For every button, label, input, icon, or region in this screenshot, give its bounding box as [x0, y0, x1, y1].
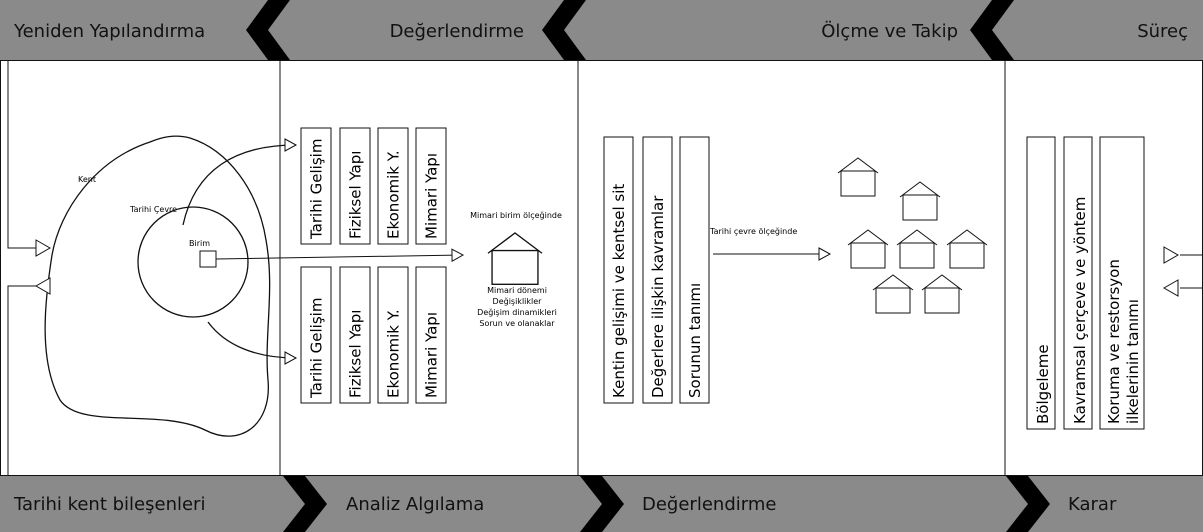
panel-evaluation: Kentin gelişimi ve kentsel sit Değerlere …	[603, 136, 988, 404]
house-icon	[872, 274, 914, 314]
box-bolgeleme	[1026, 136, 1056, 430]
city-boundary	[44, 135, 271, 437]
label-birim: Birim	[189, 239, 210, 248]
box-bolgeleme-label: Bölgeleme	[1034, 344, 1052, 424]
decision-boxes: Bölgeleme Kavramsal çerçeve ve yöntem Ko…	[1026, 136, 1145, 430]
lower-factor-box	[339, 266, 371, 404]
right-edge-connectors	[1162, 246, 1203, 297]
label-tarihi-cevre: Tarihi Çevre	[129, 205, 177, 214]
note-line: Mimari dönemi	[487, 286, 547, 295]
evaluation-box-label: Değerlere ilişkin kavramlar	[649, 195, 667, 398]
upper-factor-box	[377, 127, 409, 245]
right-connector-out-head	[1162, 279, 1179, 297]
lower-factor-box-label: Mimari Yapı	[422, 312, 440, 398]
arrow-unit-to-house	[215, 248, 465, 263]
top-label-olcme: Ölçme ve Takip	[821, 20, 958, 42]
evaluation-boxes: Kentin gelişimi ve kentsel sit Değerlere …	[603, 136, 710, 404]
arrow-to-upper-boxes	[182, 138, 298, 226]
evaluation-box	[679, 136, 710, 404]
house-icon	[837, 157, 879, 197]
lower-factor-box-label: Fiziksel Yapı	[346, 310, 364, 398]
evaluation-box-label: Sorunun tanımı	[686, 283, 704, 398]
lower-factor-box-label: Tarihi Gelişim	[307, 298, 325, 399]
panel-decision: Bölgeleme Kavramsal çerçeve ve yöntem Ko…	[1026, 136, 1203, 430]
houses-cluster	[837, 157, 988, 314]
bottom-bar: Tarihi kent bileşenleri Analiz Algılama …	[0, 476, 1203, 532]
bottom-chevron-3	[1006, 476, 1050, 532]
upper-factor-boxes: Tarihi Gelişim Fiziksel Yapı Ekonomik Y. Mi…	[300, 127, 447, 245]
house-icon	[896, 229, 938, 269]
label-environment-scale: Tarihi çevre ölçeğinde	[709, 227, 797, 236]
arrow-to-lower-boxes	[207, 321, 298, 365]
box-kavramsal-label: Kavramsal çerçeve ve yöntem	[1071, 197, 1089, 424]
left-connector-out-head	[34, 277, 51, 295]
upper-factor-box	[415, 127, 447, 245]
bottom-label-tarihi-kent: Tarihi kent bileşenleri	[13, 494, 205, 515]
upper-factor-box	[300, 127, 332, 245]
top-chevron-1	[246, 0, 290, 60]
bottom-label-analiz: Analiz Algılama	[346, 494, 484, 515]
upper-factor-box-label: Mimari Yapı	[422, 153, 440, 239]
top-chevron-2	[542, 0, 586, 60]
unit-square	[199, 250, 217, 268]
box-koruma-label-2: ilkelerinin tanımı	[1124, 299, 1142, 424]
bottom-label-karar: Karar	[1068, 494, 1117, 515]
panel-borders	[0, 60, 1203, 476]
box-kavramsal	[1063, 136, 1093, 430]
label-kent: Kent	[78, 175, 96, 184]
upper-factor-box	[339, 127, 371, 245]
upper-factor-box-label: Fiziksel Yapı	[346, 151, 364, 239]
top-chevron-3	[970, 0, 1014, 60]
evaluation-box	[642, 136, 673, 404]
house-icon	[946, 229, 988, 269]
box-koruma-label-1: Koruma ve restorsyon	[1105, 259, 1123, 424]
house-icon	[487, 232, 543, 285]
left-connector-out	[7, 285, 36, 476]
lower-factor-box	[377, 266, 409, 404]
note-line: Sorun ve olanaklar	[479, 319, 555, 328]
panel-historic-city: Kent Tarihi Çevre Birim	[7, 60, 465, 476]
top-label-yeniden: Yeniden Yapılandırma	[13, 21, 205, 42]
bottom-chevron-2	[580, 476, 624, 532]
evaluation-box-label: Kentin gelişimi ve kentsel sit	[610, 184, 628, 398]
house-icon	[847, 229, 889, 269]
label-architectural-scale: Mimari birim ölçeğinde	[470, 211, 562, 220]
historic-environment-circle	[137, 206, 249, 318]
lower-factor-box	[300, 266, 332, 404]
upper-factor-box-label: Ekonomik Y.	[384, 150, 402, 239]
right-connector-in-head	[1163, 246, 1180, 264]
bottom-chevron-1	[283, 476, 327, 532]
top-bar: Yeniden Yapılandırma Değerlendirme Ölçme…	[0, 0, 1203, 60]
note-line: Değişiklikler	[493, 297, 543, 306]
top-label-degerlendirme: Değerlendirme	[390, 21, 524, 42]
note-line: Değişim dinamikleri	[477, 308, 557, 317]
evaluation-box	[603, 136, 634, 404]
lower-factor-box-label: Ekonomik Y.	[384, 309, 402, 398]
house-icon	[899, 181, 941, 221]
box-koruma	[1099, 136, 1145, 430]
lower-factor-boxes: Tarihi Gelişim Fiziksel Yapı Ekonomik Y. Mi…	[300, 266, 447, 404]
left-connector-in-head	[35, 239, 52, 257]
house-icon	[921, 274, 963, 314]
top-label-surec: Süreç	[1137, 21, 1188, 42]
upper-factor-box-label: Tarihi Gelişim	[307, 139, 325, 240]
left-connector-in	[7, 60, 36, 249]
lower-factor-box	[415, 266, 447, 404]
bottom-label-degerlendirme: Değerlendirme	[642, 494, 776, 515]
